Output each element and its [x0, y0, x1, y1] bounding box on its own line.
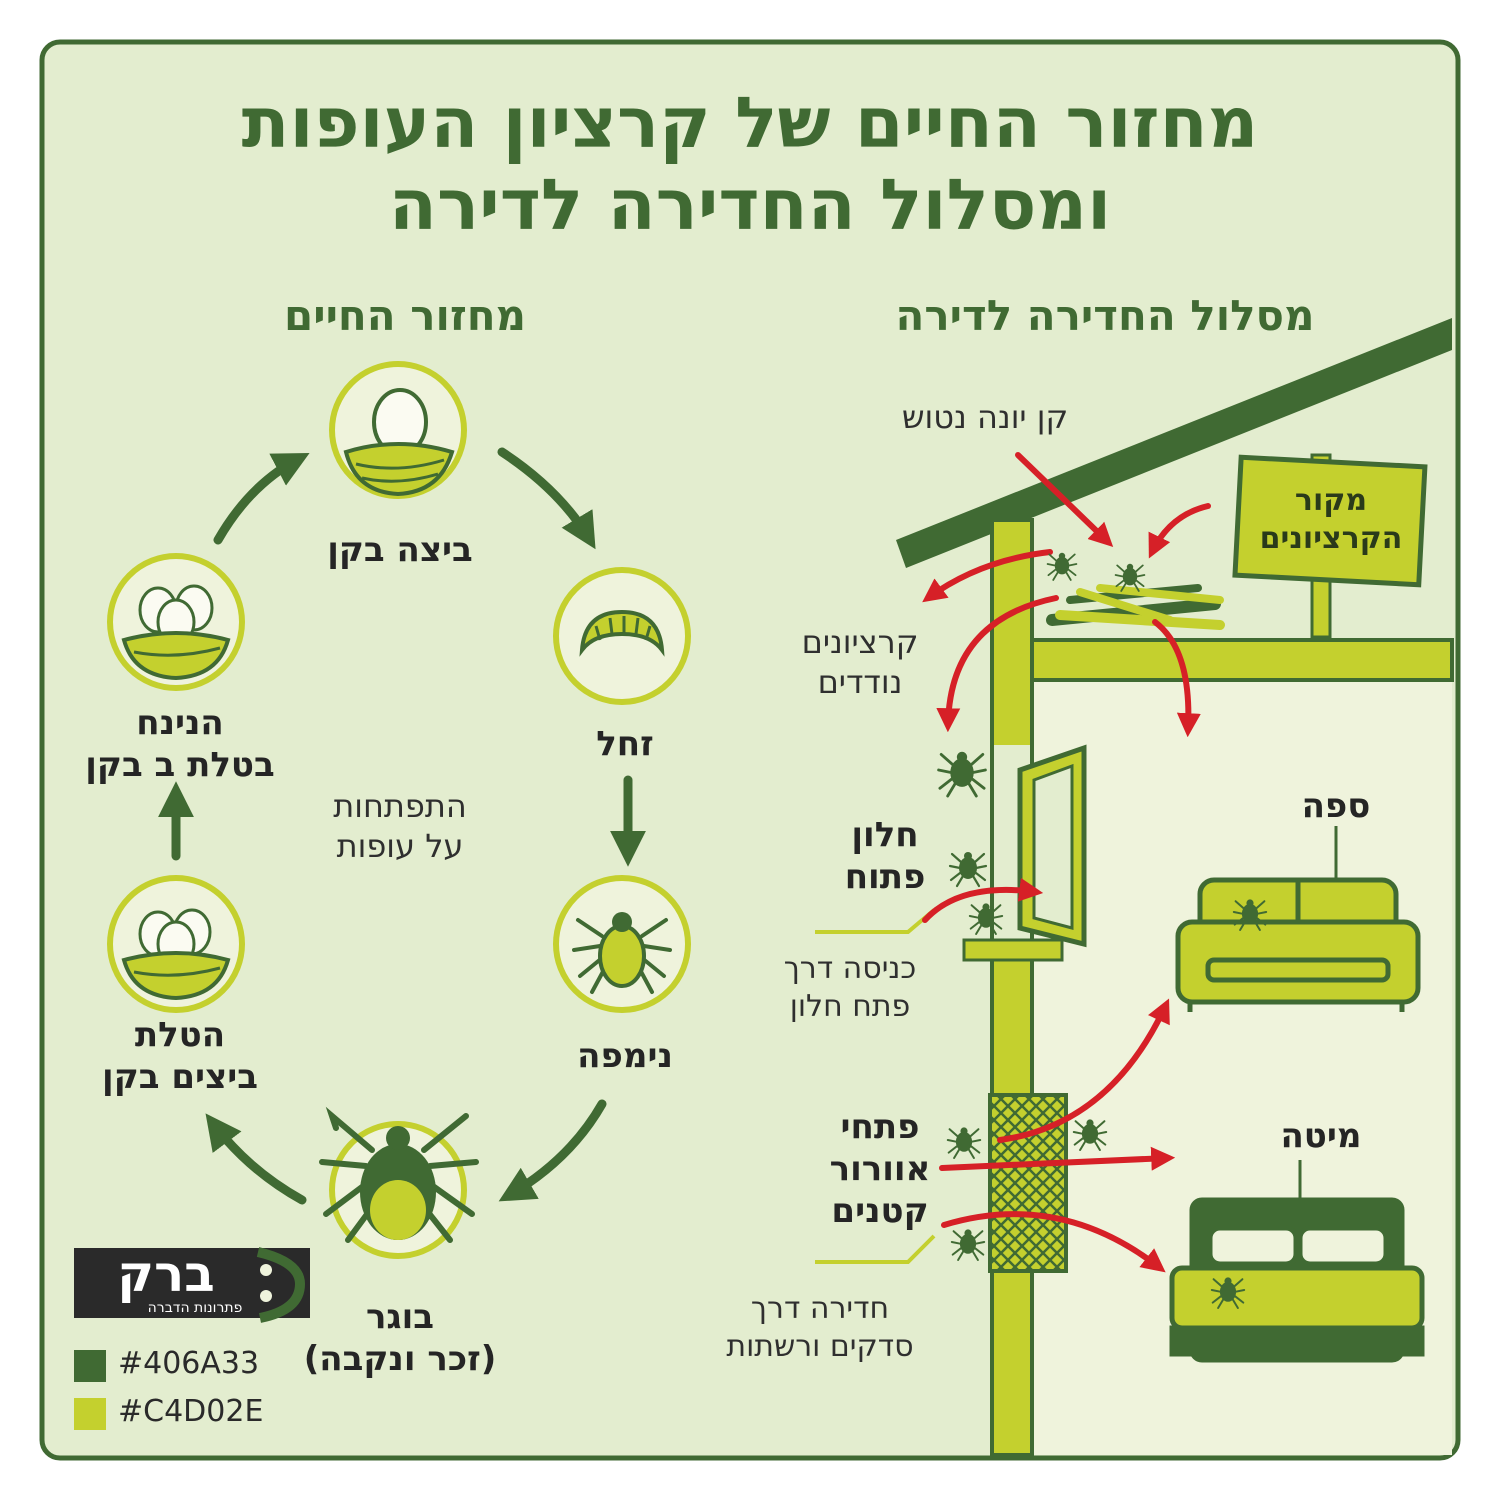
stage-larva-label: זחל — [596, 724, 654, 764]
legend-swatch-dark — [74, 1350, 106, 1382]
cycle-center-note: התפתחות על עופות — [333, 787, 467, 865]
logo-name: ברק — [117, 1245, 215, 1303]
stage-laying-label: הטלת ביצים בקן — [102, 1015, 258, 1097]
bed-label: מיטה — [1280, 1116, 1362, 1156]
bed-illustration — [1169, 1197, 1425, 1363]
main-title: מחזור החיים של קרציון העופות ומסלול החדי… — [241, 82, 1259, 246]
larva-icon — [579, 609, 665, 657]
vents-caption-pointer — [815, 1234, 936, 1264]
source-sign-post — [1232, 453, 1428, 639]
stage-adult-label: בוגר (זכר ונקבה) — [303, 1297, 497, 1379]
logo-tagline: פתרונות הדברה — [147, 1300, 243, 1316]
nest-label: קן יונה נטוש — [901, 398, 1069, 436]
egg-nest-icon — [343, 388, 455, 497]
life-cycle-heading: מחזור החיים — [283, 291, 527, 340]
source-sign-text: מקור הקרציונים — [1259, 483, 1403, 556]
invasion-heading: מסלול החדירה לדירה — [895, 291, 1315, 340]
vents-caption: חדירה דרך סדקים ורשתות — [726, 1291, 914, 1364]
window-label: חלון פתוח — [844, 815, 926, 897]
cycle-arrows — [158, 447, 646, 1205]
vents-label: פתחי אוורור קטנים — [829, 1107, 931, 1231]
invasion-arrows — [922, 452, 1211, 1273]
stage-egg-label: ביצה בקן — [327, 530, 473, 570]
window-caption: כניסה דרך פתח חלון — [783, 951, 917, 1024]
sofa-illustration — [1175, 877, 1421, 1012]
logo-emblem — [74, 1247, 310, 1323]
adult-tick-icon — [319, 1106, 479, 1243]
nymph-icon — [572, 912, 672, 994]
pigeon-nest — [1046, 584, 1225, 630]
wandering-ticks-label: קרציונים נודדים — [801, 623, 919, 701]
laying-nest-icon — [121, 908, 231, 1001]
hatching-nest-icon — [121, 584, 231, 681]
sofa-label: ספה — [1301, 786, 1371, 826]
stage-nymph-label: נימפה — [577, 1036, 673, 1076]
legend-dark-hex: #406A33 — [118, 1346, 260, 1381]
legend-light-hex: #C4D02E — [118, 1394, 264, 1429]
stage-hatching-label: הנינח בטלת ב בקן — [85, 703, 275, 785]
legend-swatch-light — [74, 1398, 106, 1430]
